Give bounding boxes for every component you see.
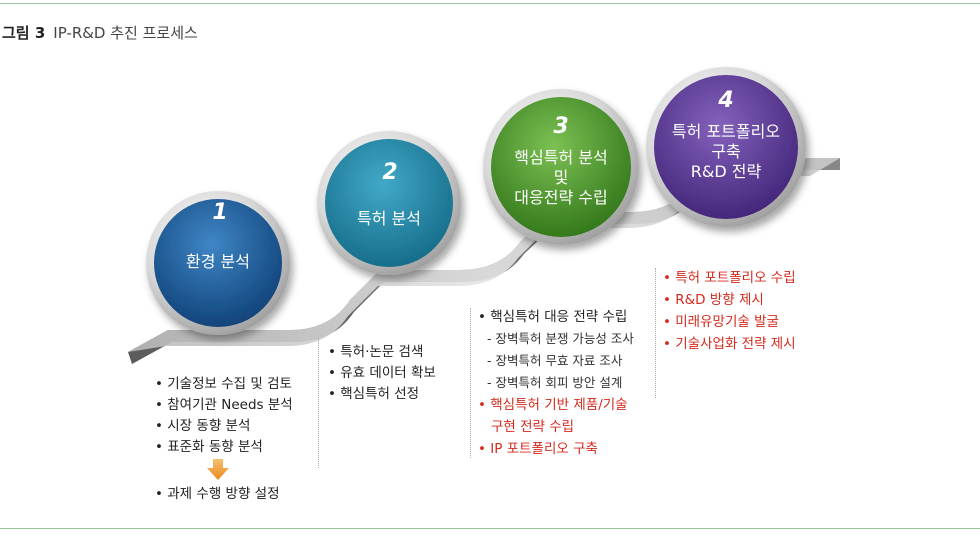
list-item: 유효 데이터 확보 — [328, 363, 436, 384]
step-4-label-line-2: 구축 — [711, 142, 741, 161]
down-arrow-icon — [207, 459, 229, 480]
staircase-top — [128, 158, 840, 352]
step-1-number: 1 — [212, 200, 228, 225]
list-item: 미래유망기술 발굴 — [663, 311, 796, 333]
figure-caption: 그림 3 IP-R&D 추진 프로세스 — [2, 22, 198, 43]
sub-item: 장벽특허 무효 자료 조사 — [478, 350, 634, 372]
list-item: 핵심특허 기반 제품/기술 — [478, 394, 634, 416]
step-4-number: 4 — [718, 88, 734, 113]
list-item: IP 포트폴리오 구축 — [478, 438, 634, 460]
sub-item: 장벽특허 분쟁 가능성 조사 — [478, 328, 633, 350]
separator-2 — [470, 308, 471, 458]
step-1-label: 환경 분석 — [158, 252, 278, 272]
step-4-label-line-3: R&D 전략 — [690, 162, 762, 181]
list-item: 과제 수행 방향 설정 — [155, 484, 279, 505]
figure-number: 그림 3 — [2, 24, 46, 42]
list-item: 기술정보 수집 및 검토 — [155, 374, 293, 395]
list-item: 기술사업화 전략 제시 — [663, 333, 795, 355]
step-4-label: 특허 포트폴리오 구축 R&D 전략 — [651, 122, 801, 182]
separator-3 — [655, 268, 656, 398]
step-2-label: 특허 분석 — [329, 209, 449, 229]
step-4-details: 특허 포트폴리오 수립 R&D 방향 제시 미래유망기술 발굴 기술사업화 전략… — [663, 267, 796, 355]
step-2-circle — [325, 139, 453, 267]
step-1-details: 기술정보 수집 및 검토 참여기관 Needs 분석 시장 동향 분석 표준화 … — [155, 374, 293, 458]
step-2-label-line: 특허 분석 — [357, 209, 421, 228]
top-rule — [0, 3, 980, 4]
list-item: 참여기관 Needs 분석 — [155, 395, 292, 416]
bottom-rule — [0, 528, 980, 529]
step-3-label-line-3: 대응전략 수립 — [514, 188, 608, 207]
separator-1 — [318, 338, 319, 468]
step-1-circle — [154, 199, 282, 327]
step-3-label-line-1: 핵심특허 분석 — [514, 148, 608, 167]
step-3-number: 3 — [553, 114, 569, 139]
step-3-label-line-2: 및 — [553, 168, 569, 187]
list-item: 특허 포트폴리오 수립 — [663, 267, 795, 289]
step-2-number: 2 — [382, 160, 398, 185]
list-item: 핵심특허 대응 전략 수립 — [478, 306, 634, 328]
step-4-label-line-1: 특허 포트폴리오 — [671, 122, 781, 141]
list-item: 표준화 동향 분석 — [155, 437, 293, 458]
list-item: 특허·논문 검색 — [328, 342, 436, 363]
step-1-outcome: 과제 수행 방향 설정 — [155, 484, 279, 505]
step-3-circle — [491, 97, 631, 237]
figure-title: IP-R&D 추진 프로세스 — [53, 24, 198, 42]
list-item: R&D 방향 제시 — [663, 289, 796, 311]
list-item: 핵심특허 선정 — [328, 384, 436, 405]
step-3-details: 핵심특허 대응 전략 수립 장벽특허 분쟁 가능성 조사 장벽특허 무효 자료 … — [478, 306, 634, 460]
step-4-circle — [654, 75, 798, 219]
step-3-label: 핵심특허 분석 및 대응전략 수립 — [486, 148, 636, 208]
sub-item: 장벽특허 회피 방안 설계 — [478, 372, 634, 394]
list-item: 시장 동향 분석 — [155, 416, 293, 437]
step-2-details: 특허·논문 검색 유효 데이터 확보 핵심특허 선정 — [328, 342, 436, 405]
list-item-continued: 구현 전략 수립 — [491, 419, 575, 435]
step-1-label-line: 환경 분석 — [186, 252, 250, 271]
